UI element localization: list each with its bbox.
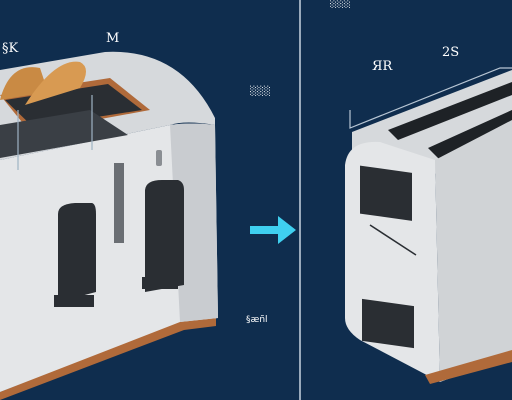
right-toaster-slot-front <box>428 110 512 160</box>
bread-slice-two <box>25 61 86 105</box>
left-top-right-label: M <box>106 31 120 46</box>
right-arrow-icon <box>250 216 296 244</box>
left-side-right-label: ░░░ <box>250 87 271 97</box>
left-toaster-window-right <box>145 180 184 292</box>
left-toaster-badge-right <box>142 277 178 289</box>
right-toaster-side <box>435 120 512 382</box>
left-toaster-lever-track <box>114 163 124 243</box>
right-toaster-base-trim <box>425 350 512 384</box>
left-top-left-label: §K <box>2 41 19 56</box>
left-toaster-lever-knob <box>156 150 162 166</box>
right-toaster <box>345 67 512 384</box>
right-top-edge-label: ░░░ <box>330 0 351 9</box>
right-top-left-label: ЯR <box>372 59 393 74</box>
right-top-right-label: 2S <box>442 45 460 60</box>
left-toaster-slot-front-inner <box>0 110 128 158</box>
left-toaster <box>0 51 218 400</box>
right-toaster-glass-outline <box>349 67 512 129</box>
right-toaster-badge <box>362 298 414 349</box>
right-toaster-slot-back <box>388 82 512 140</box>
left-toaster-window-left <box>58 203 96 302</box>
left-bottom-right-label: §æñl <box>246 315 268 325</box>
left-toaster-base-trim <box>0 318 216 400</box>
right-toaster-display <box>360 165 412 221</box>
right-toaster-seam <box>369 224 417 256</box>
left-toaster-badge-left <box>54 295 94 307</box>
